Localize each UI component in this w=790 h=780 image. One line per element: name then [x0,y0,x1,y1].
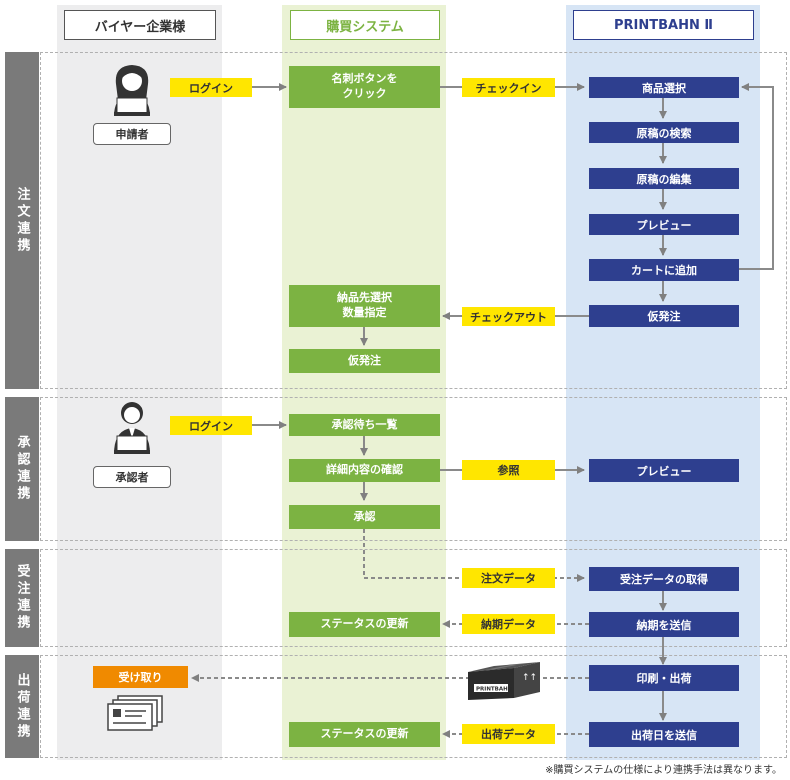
section-label-order: 注文連携 [5,52,39,389]
due-data-tag: 納期データ [462,614,555,634]
receipt-step: 受け取り [93,666,188,688]
step-product-select: 商品選択 [589,77,739,98]
receive-band [40,549,787,647]
approval-waiting-list-step: 承認待ち一覧 [289,414,440,436]
svg-text:↑↑: ↑↑ [522,673,537,683]
checkin-tag: チェックイン [462,78,555,97]
footnote: ※購買システムの仕様により連携手法は異なります。 [545,765,782,776]
reference-tag: 参照 [462,460,555,480]
ship-data-tag: 出荷データ [462,724,555,744]
approver-label: 承認者 [93,466,171,488]
order-band [40,52,787,389]
section-label-approval: 承認連携 [5,397,39,541]
section-label-ship: 出荷連携 [5,655,39,758]
detail-check-step: 詳細内容の確認 [289,459,440,482]
ship-band [40,655,787,758]
step-add-to-cart: カートに追加 [589,259,739,281]
printbahn-header: PRINTBAHN Ⅱ [573,10,754,40]
applicant-label: 申請者 [93,123,171,145]
card-button-click-step: 名刺ボタンを クリック [289,66,440,108]
approve-step: 承認 [289,505,440,529]
checkout-tag: チェックアウト [462,307,555,326]
delivery-quantity-step: 納品先選択 数量指定 [289,285,440,327]
approval-preview-step: プレビュー [589,459,739,482]
step-provisional-order-pb: 仮発注 [589,305,739,327]
status-update-step-1: ステータスの更新 [289,612,440,637]
business-cards-icon [106,694,164,732]
section-label-receive: 受注連携 [5,549,39,647]
svg-text:PRINTBAHN: PRINTBAHN [476,687,513,693]
applicant-person-icon [108,60,156,116]
print-ship-step: 印刷・出荷 [589,665,739,691]
approver-person-icon [108,398,156,454]
step-edit-draft: 原稿の編集 [589,168,739,189]
provisional-order-step: 仮発注 [289,349,440,373]
login-tag-1: ログイン [170,78,252,97]
arrow-loop-back [739,83,774,270]
send-due-step: 納期を送信 [589,612,739,637]
get-order-data-step: 受注データの取得 [589,567,739,591]
status-update-step-2: ステータスの更新 [289,722,440,747]
buyer-header: バイヤー企業様 [64,10,216,40]
step-search-draft: 原稿の検索 [589,122,739,143]
shipping-box-icon: PRINTBAHN ↑↑ [466,658,542,702]
login-tag-2: ログイン [170,416,252,435]
order-data-tag: 注文データ [462,568,555,588]
send-ship-date-step: 出荷日を送信 [589,722,739,747]
step-preview: プレビュー [589,214,739,235]
purchase-header: 購買システム [290,10,440,40]
arrow-order-data [363,529,585,582]
approval-band [40,397,787,541]
